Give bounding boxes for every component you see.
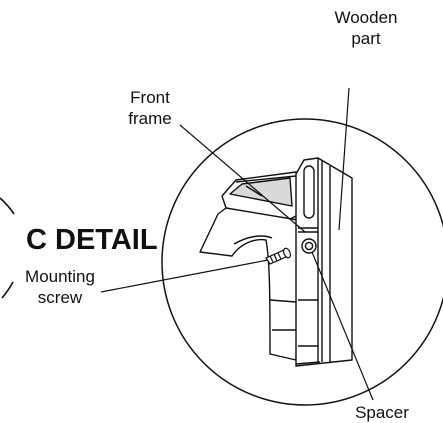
mounting-screw-label-line-2: screw <box>37 288 83 307</box>
spacer-label: Spacer <box>355 403 409 422</box>
wooden-part-leader <box>338 87 350 231</box>
mounting-screw-label-line-1: Mounting <box>25 267 95 286</box>
front-frame-part <box>199 171 301 361</box>
mounting-screw-leader <box>100 259 269 293</box>
wooden-part-label-line-2: part <box>351 29 381 48</box>
front-frame-label: Front frame <box>108 87 192 129</box>
wooden-part-label: Wooden part <box>318 7 414 49</box>
front-frame-leader <box>179 124 306 233</box>
front-frame-label-line-1: Front <box>130 88 170 107</box>
detail-circle <box>161 118 443 406</box>
detail-title: C DETAIL <box>26 224 158 256</box>
mounting-screw-label: Mounting screw <box>8 266 112 308</box>
spacer-leader <box>311 251 374 401</box>
adjacent-detail-arc-top <box>0 197 15 215</box>
wooden-part-label-line-1: Wooden <box>334 8 398 27</box>
mounting-screw-part <box>265 247 292 265</box>
spacer-part <box>301 238 317 254</box>
adjacent-detail-arc-bottom <box>1 281 14 299</box>
wooden-part <box>295 157 353 367</box>
front-frame-label-line-2: frame <box>128 109 172 128</box>
